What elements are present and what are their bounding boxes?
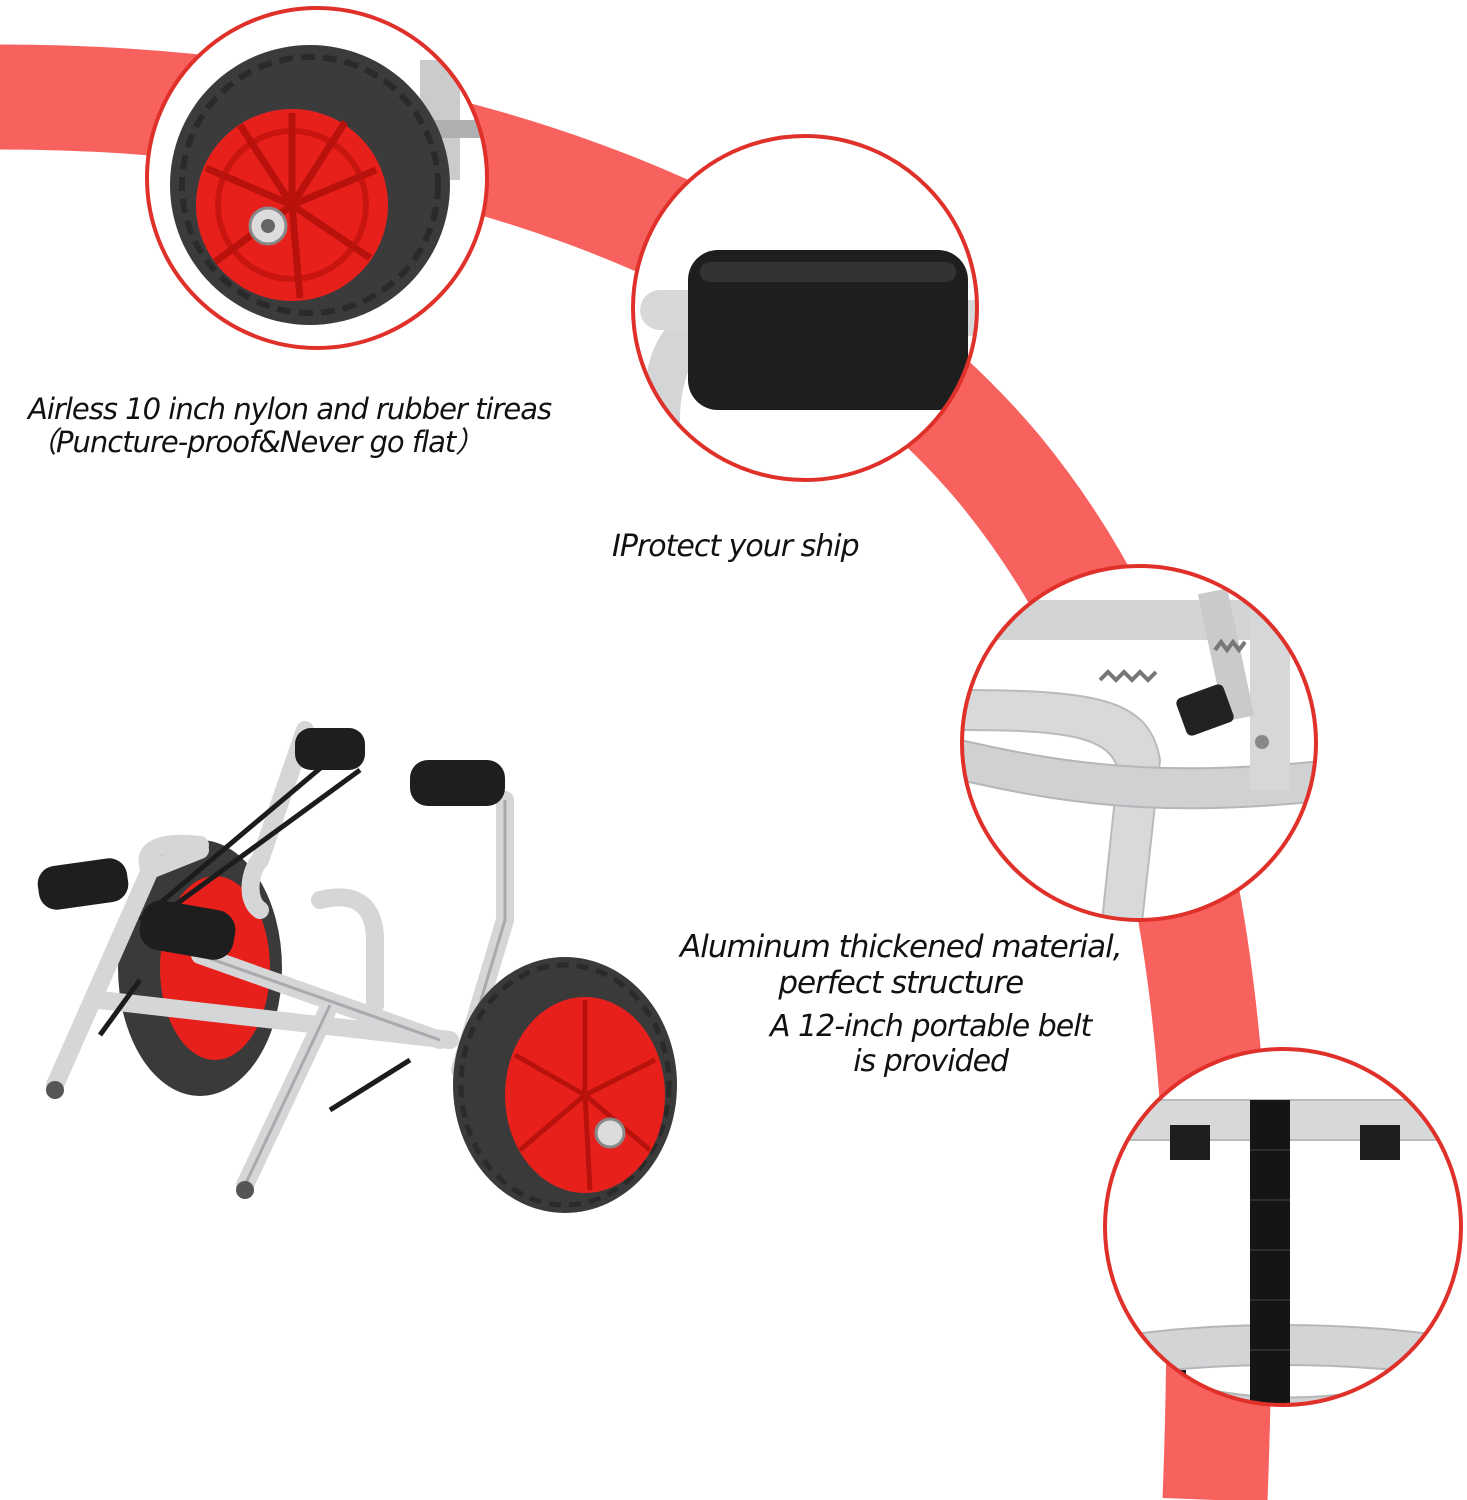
caption-belt: A 12-inch portable belt is provided — [770, 1009, 1092, 1079]
caption-tires-line2: （Puncture-proof&Never go flat） — [28, 425, 484, 460]
caption-belt-line1: A 12-inch portable belt — [770, 1009, 1092, 1044]
aluminum-frame-icon — [962, 588, 1316, 920]
caption-protect: IProtect your ship — [612, 529, 860, 565]
front-wheel-icon — [453, 957, 677, 1213]
caption-aluminum: Aluminum thickened material, perfect str… — [680, 929, 1123, 1001]
strap-circle — [1103, 1047, 1463, 1407]
caption-aluminum-line1: Aluminum thickened material, — [680, 929, 1123, 965]
kayak-cart-icon — [37, 721, 677, 1213]
caption-protect-line1: IProtect your ship — [612, 529, 860, 564]
foam-bumper-icon — [688, 250, 968, 410]
caption-belt-line2: is provided — [853, 1043, 1009, 1079]
aluminum-frame-circle — [960, 564, 1318, 922]
caption-tires: Airless 10 inch nylon and rubber tireas … — [28, 392, 552, 460]
caption-aluminum-line2: perfect structure — [778, 964, 1024, 1001]
caption-tires-line1: Airless 10 inch nylon and rubber tireas — [28, 392, 552, 426]
wheel-closeup-circle — [145, 6, 489, 350]
foam-bumper-circle — [631, 134, 979, 482]
